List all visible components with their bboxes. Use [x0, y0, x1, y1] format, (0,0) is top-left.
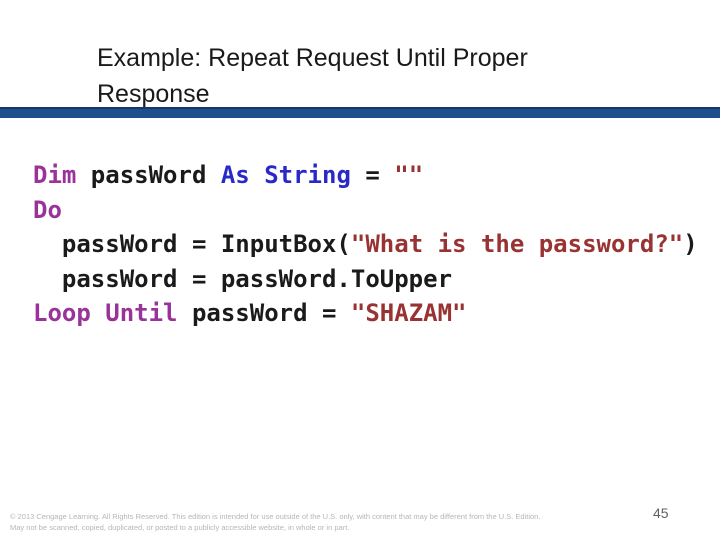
code-type-declaration: As String — [220, 161, 351, 189]
slide-title-line2: Response — [97, 80, 210, 108]
code-line-1: Dim passWord As String = "" — [33, 158, 698, 193]
code-string-prompt: "What is the password?" — [350, 230, 684, 258]
code-condition: passWord = — [177, 299, 351, 327]
code-inputbox-call: passWord = InputBox( — [33, 230, 351, 258]
slide-title-line1: Example: Repeat Request Until Proper — [97, 44, 528, 72]
code-keyword-dim: Dim — [33, 161, 77, 189]
code-keyword-loop-until: Loop Until — [33, 299, 178, 327]
code-keyword-do: Do — [33, 195, 62, 224]
copyright-footer-line1: © 2013 Cengage Learning. All Rights Rese… — [10, 512, 541, 521]
copyright-footer-line2: May not be scanned, copied, duplicated, … — [10, 522, 350, 532]
page-number: 45 — [653, 505, 669, 521]
code-line-5: Loop Until passWord = "SHAZAM" — [33, 296, 698, 331]
copyright-footer: © 2013 Cengage Learning. All Rights Rese… — [10, 512, 630, 533]
title-underline-bar — [0, 107, 720, 118]
code-variable: passWord — [76, 161, 221, 189]
code-operator: = — [350, 161, 395, 189]
code-block: Dim passWord As String = "" Do passWord … — [33, 158, 698, 331]
code-line-4: passWord = passWord.ToUpper — [33, 262, 698, 297]
code-line-3: passWord = InputBox("What is the passwor… — [33, 227, 698, 262]
code-string-shazam: "SHAZAM" — [350, 299, 467, 327]
code-string-empty: "" — [394, 161, 424, 189]
code-close-paren: ) — [683, 230, 698, 258]
code-toupper-statement: passWord = passWord.ToUpper — [33, 264, 453, 293]
code-line-2: Do — [33, 193, 698, 228]
slide-title: Example: Repeat Request Until Proper Res… — [97, 40, 677, 112]
